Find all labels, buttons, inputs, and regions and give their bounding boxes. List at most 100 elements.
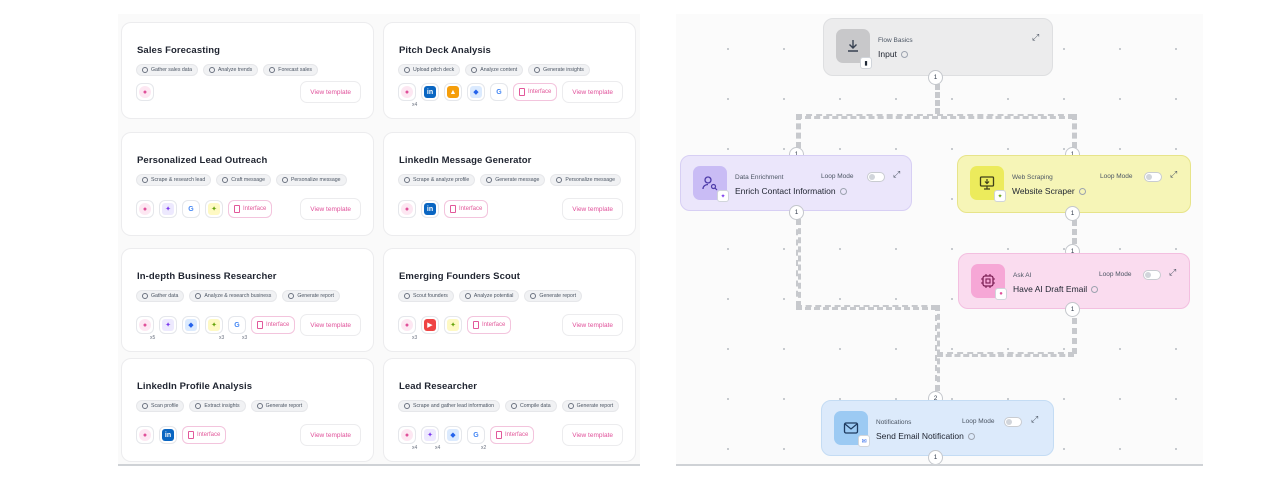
loop-mode-toggle[interactable] — [1004, 417, 1022, 427]
help-icon[interactable] — [1091, 286, 1099, 294]
clearbit-icon: ◆ — [467, 83, 485, 101]
view-template-button[interactable]: View template — [300, 424, 361, 446]
integration-icons: ● — [136, 83, 154, 101]
interface-label: Interface — [505, 432, 529, 438]
help-icon[interactable] — [1078, 188, 1086, 196]
expand-icon[interactable]: ⤢ — [893, 169, 901, 179]
view-template-button[interactable]: View template — [562, 198, 623, 220]
interface-label: Interface — [459, 206, 483, 212]
expand-icon[interactable]: ⤢ — [1169, 267, 1177, 277]
linkedin-icon: in — [421, 83, 439, 101]
wire-enrich-merge — [796, 305, 937, 310]
loop-mode-toggle[interactable] — [867, 172, 885, 182]
node-name: Website Scraper — [1012, 186, 1086, 196]
node-category: Notifications — [876, 419, 912, 426]
check-circle-icon — [281, 177, 288, 183]
input-node[interactable]: ▮ Flow Basics Input ⤢ — [823, 18, 1053, 76]
loop-mode-toggle[interactable] — [1143, 270, 1161, 280]
wire-split — [796, 114, 1074, 119]
help-icon[interactable] — [967, 433, 975, 441]
send-email-node[interactable]: ✉ Notifications Send Email Notification … — [821, 400, 1054, 456]
ai-icon: ●x3 — [398, 316, 417, 341]
view-template-button[interactable]: View template — [562, 424, 623, 446]
document-icon — [519, 88, 525, 96]
check-circle-icon — [142, 177, 148, 183]
port-askai-out[interactable]: 1 — [1065, 302, 1080, 317]
node-category: Ask AI — [1013, 272, 1032, 279]
ask-ai-node[interactable]: ● Ask AI Have AI Draft Email Loop Mode ⤢ — [958, 253, 1190, 309]
interface-label: Interface — [243, 206, 267, 212]
document-icon — [234, 205, 240, 213]
help-icon[interactable] — [900, 51, 908, 59]
view-template-button[interactable]: View template — [562, 81, 623, 103]
view-template-button[interactable]: View template — [562, 314, 623, 336]
step-chip: Craft message — [216, 174, 271, 186]
wire-input-down — [935, 84, 940, 114]
view-template-button[interactable]: View template — [300, 198, 361, 220]
step-chip-label: Generate insights — [543, 67, 584, 73]
interface-tag: Interface — [513, 83, 558, 101]
loop-mode-toggle[interactable] — [1144, 172, 1162, 182]
expand-icon[interactable]: ⤢ — [1032, 32, 1040, 42]
step-chip: Generate report — [282, 290, 340, 302]
enrich-contact-node[interactable]: ✦ Data Enrichment Enrich Contact Informa… — [680, 155, 912, 211]
check-circle-icon — [142, 403, 148, 409]
step-chips: Upload pitch deck Analyze content Generate… — [398, 64, 630, 76]
icon-count: x4 — [412, 445, 418, 451]
expand-icon[interactable]: ⤢ — [1170, 169, 1178, 179]
ai-icon: ● — [398, 200, 416, 218]
enrichment-icon: ✦ — [159, 316, 177, 334]
step-chip: Scout founders — [398, 290, 454, 302]
document-icon — [496, 431, 502, 439]
step-chip-label: Analyze content — [480, 67, 518, 73]
youtube-icon: ▶ — [421, 316, 439, 334]
step-chip-label: Gather sales data — [151, 67, 192, 73]
check-circle-icon — [464, 293, 471, 299]
interface-tag: Interface — [251, 316, 296, 334]
step-chip-label: Analyze & research business — [204, 293, 272, 299]
view-template-button[interactable]: View template — [300, 81, 361, 103]
wire-askai-down — [1072, 318, 1077, 354]
port-notify-out[interactable]: 1 — [928, 450, 943, 464]
website-scraper-node[interactable]: ✦ Web Scraping Website Scraper Loop Mode… — [957, 155, 1191, 213]
view-template-button[interactable]: View template — [300, 314, 361, 336]
port-enrich-out[interactable]: 1 — [789, 205, 804, 220]
loop-mode-label: Loop Mode — [962, 418, 995, 425]
step-chip: Gather data — [136, 290, 185, 302]
clearbit-icon: ◆ — [182, 316, 200, 334]
step-chip-label: Scrape & analyze profile — [413, 177, 470, 183]
integration-icons: ●x3▶✦Interface — [398, 316, 512, 341]
document-icon — [473, 321, 479, 329]
port-scraper-out[interactable]: 1 — [1065, 206, 1080, 221]
interface-label: Interface — [528, 89, 552, 95]
node-name: Enrich Contact Information — [735, 186, 847, 196]
step-chip: Upload pitch deck — [398, 64, 461, 76]
step-chip: Personalize message — [275, 174, 347, 186]
step-chip: Compile data — [505, 400, 557, 412]
enrichment-icon: ✦x4 — [421, 426, 440, 451]
enrichment-icon: ✦ — [159, 200, 177, 218]
wire-to-scraper — [1072, 114, 1077, 148]
step-chip-label: Generate report — [539, 293, 577, 299]
flow-canvas[interactable]: ▮ Flow Basics Input ⤢ 1 1 ✦ Data Enrichm… — [676, 14, 1203, 466]
step-chip: Extract insights — [189, 400, 246, 412]
expand-icon[interactable]: ⤢ — [1031, 414, 1039, 424]
wire-askai-merge — [937, 352, 1074, 357]
step-chip: Scrape & research lead — [136, 174, 212, 186]
help-icon[interactable] — [839, 188, 847, 196]
port-input-out[interactable]: 1 — [928, 70, 943, 85]
step-chip-label: Extract insights — [204, 403, 240, 409]
